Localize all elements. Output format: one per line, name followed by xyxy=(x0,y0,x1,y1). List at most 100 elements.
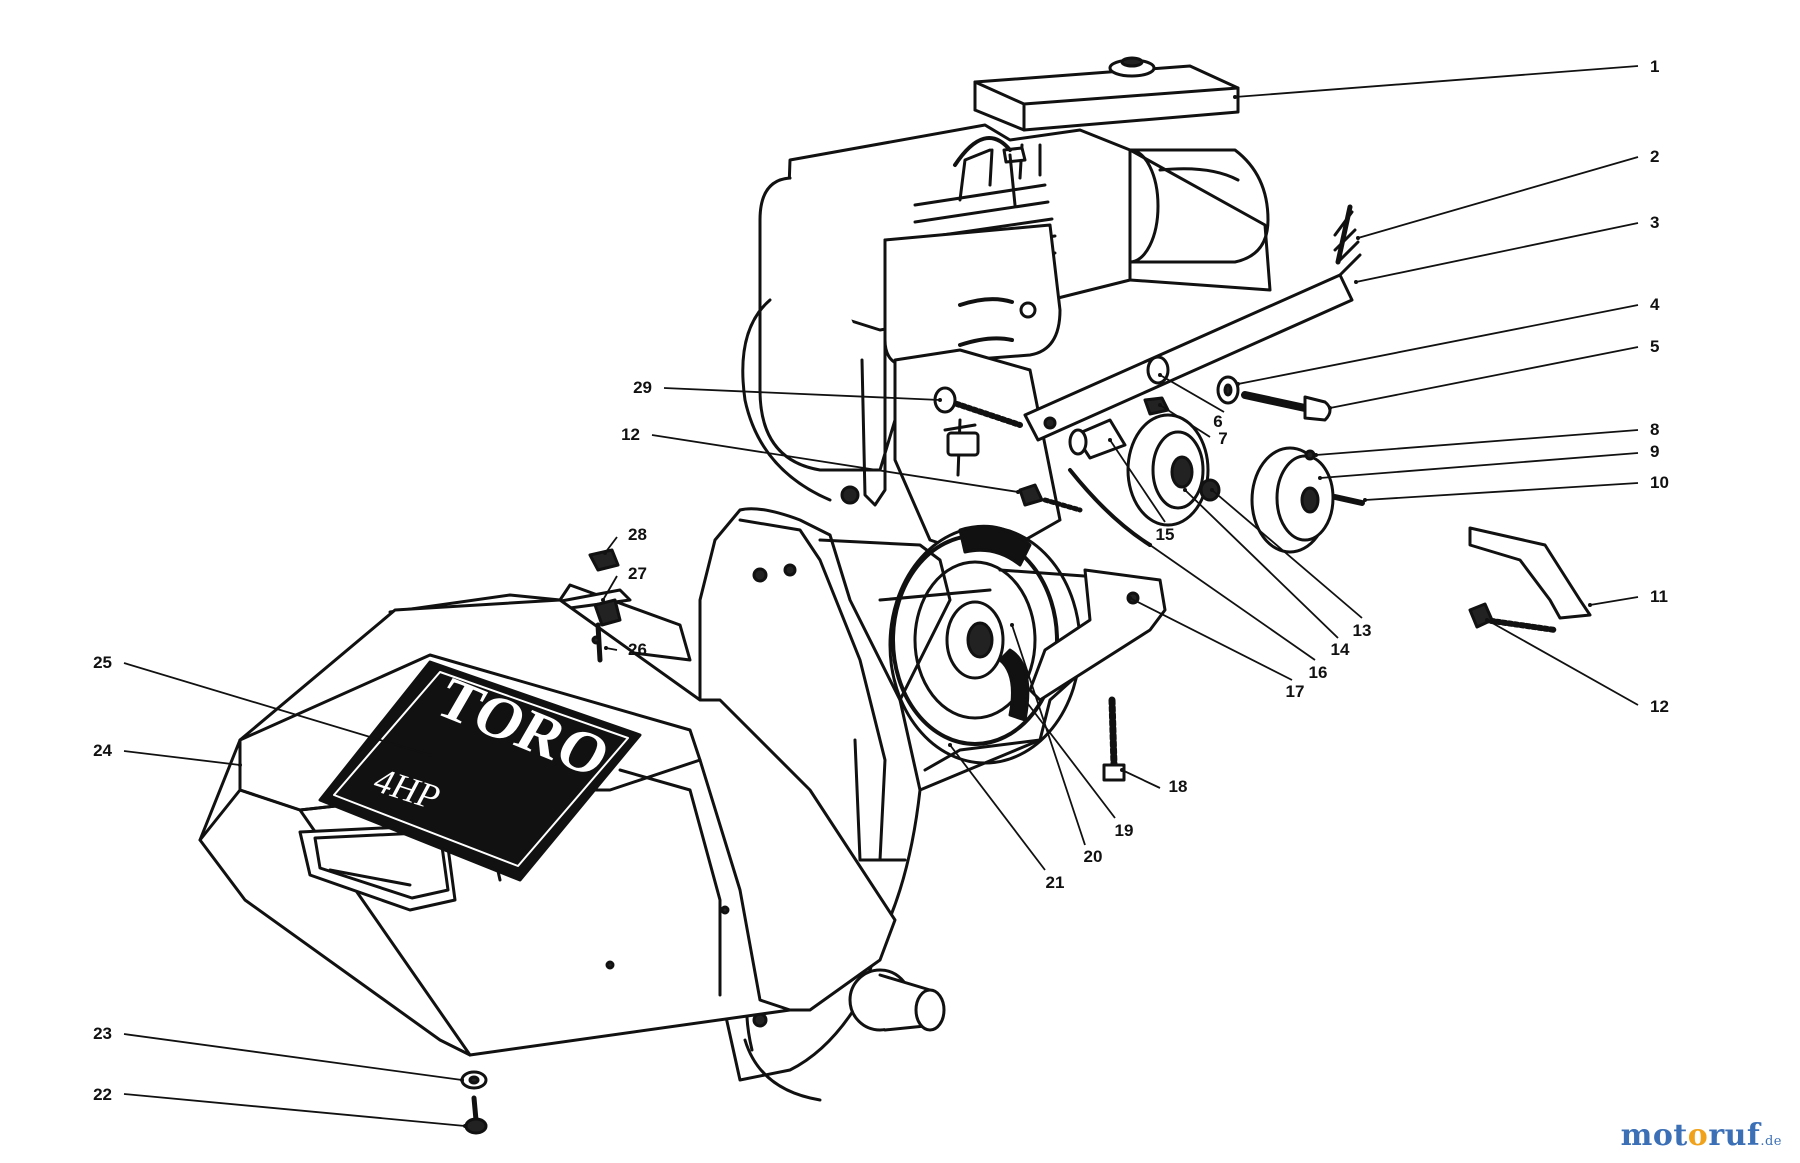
leader-line-c7 xyxy=(1159,404,1211,438)
callout-number-c7: 7 xyxy=(1218,429,1227,448)
leader-dot-c19 xyxy=(1023,698,1027,702)
driven-pulley xyxy=(888,524,1082,765)
callout-number-c11: 11 xyxy=(1650,587,1668,606)
callout-number-c25: 25 xyxy=(93,653,112,672)
leader-line-c16 xyxy=(1149,544,1316,661)
callout-number-c21: 21 xyxy=(1046,873,1065,892)
leader-dot-c18 xyxy=(1120,768,1124,772)
leader-line-c9 xyxy=(1319,452,1639,479)
leader-line-c3 xyxy=(1355,222,1639,283)
belt-cover-shroud xyxy=(198,548,897,1135)
leader-dot-c5 xyxy=(1328,406,1332,410)
leader-line-c17 xyxy=(1129,597,1293,681)
watermark-prefix: mot xyxy=(1620,1118,1688,1153)
leader-dot-c15 xyxy=(1108,438,1112,442)
leader-line-c11 xyxy=(1589,596,1639,606)
callout-number-c23: 23 xyxy=(93,1024,112,1043)
leader-line-c18 xyxy=(1121,769,1161,789)
leader-line-c12a xyxy=(651,434,1019,493)
callout-number-c5: 5 xyxy=(1650,337,1659,356)
leader-line-c20 xyxy=(1011,624,1086,846)
leader-dot-c24 xyxy=(238,763,242,767)
callout-number-c9: 9 xyxy=(1650,442,1659,461)
leader-dot-c12b xyxy=(1485,618,1489,622)
leader-dot-c11 xyxy=(1588,603,1592,607)
leader-dot-c21 xyxy=(948,743,952,747)
idler-arm xyxy=(1023,204,1362,442)
callout-number-c17: 17 xyxy=(1286,682,1305,701)
leader-dot-c3 xyxy=(1354,280,1358,284)
watermark-suffix: ruf xyxy=(1708,1118,1761,1153)
leader-line-c19 xyxy=(1024,699,1116,819)
callout-number-c3: 3 xyxy=(1650,213,1659,232)
callout-number-c26: 26 xyxy=(628,640,647,659)
leader-dot-c14 xyxy=(1183,488,1187,492)
callout-number-c2: 2 xyxy=(1650,147,1659,166)
leader-line-c10 xyxy=(1364,482,1639,501)
leader-line-c28 xyxy=(604,536,618,554)
leader-dot-c6 xyxy=(1158,373,1162,377)
callout-number-c18: 18 xyxy=(1169,777,1188,796)
leader-line-c25 xyxy=(123,662,431,756)
leader-dot-c23 xyxy=(460,1078,464,1082)
leader-dot-c17 xyxy=(1128,596,1132,600)
leader-line-c27 xyxy=(602,575,618,601)
watermark-tld: .de xyxy=(1760,1134,1782,1149)
callout-number-c4: 4 xyxy=(1650,295,1660,314)
leader-line-c23 xyxy=(123,1033,463,1081)
callout-number-c12b: 12 xyxy=(1650,697,1669,716)
leader-dot-c28 xyxy=(603,551,607,555)
leader-dot-c25 xyxy=(428,753,432,757)
leader-dot-c16 xyxy=(1148,543,1152,547)
callout-number-c1: 1 xyxy=(1650,57,1659,76)
leader-line-c29 xyxy=(663,387,941,401)
callout-number-c27: 27 xyxy=(628,564,647,583)
leader-dot-c20 xyxy=(1010,623,1014,627)
leader-line-c14 xyxy=(1184,489,1339,639)
leader-dot-c22 xyxy=(463,1124,467,1128)
leader-dot-c13 xyxy=(1210,488,1214,492)
callout-number-c14: 14 xyxy=(1331,640,1350,659)
callout-number-c6: 6 xyxy=(1213,412,1222,431)
leader-line-c22 xyxy=(123,1093,466,1127)
leader-line-c12b xyxy=(1486,619,1639,706)
leader-line-c15 xyxy=(1109,439,1166,523)
leader-dot-c10 xyxy=(1363,498,1367,502)
callout-number-c10: 10 xyxy=(1650,473,1669,492)
leader-line-c21 xyxy=(949,744,1046,871)
leader-dot-c2 xyxy=(1356,236,1360,240)
callout-number-c13: 13 xyxy=(1353,621,1372,640)
callout-number-c22: 22 xyxy=(93,1085,112,1104)
callout-number-c24: 24 xyxy=(93,741,112,760)
callout-number-c16: 16 xyxy=(1309,663,1328,682)
leader-line-c4 xyxy=(1237,304,1639,385)
callout-number-c28: 28 xyxy=(628,525,647,544)
leader-dot-c27 xyxy=(601,598,605,602)
leader-line-c24 xyxy=(123,750,241,766)
leader-dot-c12a xyxy=(1016,490,1020,494)
leader-line-c6 xyxy=(1159,374,1225,413)
leader-line-c5 xyxy=(1329,346,1639,409)
callout-number-c20: 20 xyxy=(1084,847,1103,866)
leader-dot-c4 xyxy=(1236,382,1240,386)
leader-dot-c9 xyxy=(1318,476,1322,480)
leader-line-c2 xyxy=(1357,156,1639,239)
leader-dot-c1 xyxy=(1233,95,1237,99)
callout-number-c29: 29 xyxy=(633,378,652,397)
leader-dot-c29 xyxy=(938,398,942,402)
leader-line-c13 xyxy=(1211,489,1363,619)
leader-dot-c7 xyxy=(1158,403,1162,407)
watermark-o: o xyxy=(1687,1118,1709,1153)
callout-number-c12a: 12 xyxy=(621,425,640,444)
callout-number-c19: 19 xyxy=(1115,821,1134,840)
callout-number-c15: 15 xyxy=(1156,525,1175,544)
callout-number-c8: 8 xyxy=(1650,420,1659,439)
leader-line-c8 xyxy=(1315,429,1639,456)
leader-dot-c26 xyxy=(604,646,608,650)
leader-dot-c8 xyxy=(1314,453,1318,457)
leader-line-c1 xyxy=(1234,65,1639,98)
watermark: motoruf.de xyxy=(1621,1118,1782,1153)
